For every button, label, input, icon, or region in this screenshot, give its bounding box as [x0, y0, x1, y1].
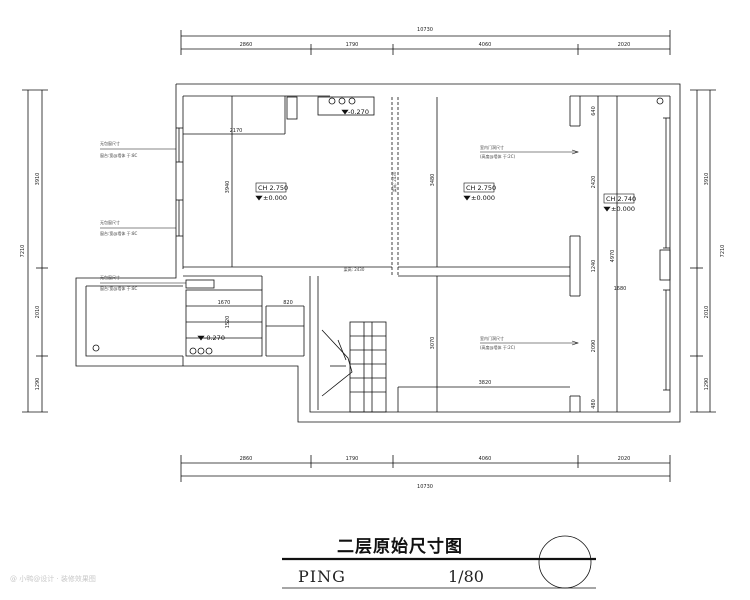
top-seg-4: 2020	[618, 42, 631, 48]
dimension-labels: 10730 2860 1790 4060 2020 2860 1790 4060…	[20, 27, 726, 490]
window-note-2a: 无包窗尺寸	[100, 219, 120, 225]
window-note-2b: 窗台:宽@墙体 于:8C	[100, 230, 138, 236]
bottom-seg-1: 2860	[240, 456, 253, 462]
window-note-1a: 无包窗尺寸	[100, 140, 120, 146]
top-total-dim: 10730	[417, 27, 433, 33]
north-circle	[538, 535, 592, 589]
right-seg-3: 1290	[704, 378, 710, 391]
drawing-title: 二层原始尺寸图	[337, 537, 463, 557]
top-seg-3: 4060	[479, 42, 492, 48]
top-seg-1: 2860	[240, 42, 253, 48]
annotation-notes: 无包窗尺寸 窗台:宽@墙体 于:8C 无包窗尺寸 窗台:宽@墙体 于:8C 无包…	[100, 140, 516, 350]
beam-label-horizontal: 梁高: 2430	[344, 266, 365, 272]
left-seg-3: 1290	[35, 378, 41, 391]
dim-1240: 1240	[591, 260, 597, 273]
watermark: @ 小鸭@设计 · 装修效果图	[10, 575, 96, 583]
dim-820: 820	[283, 300, 293, 306]
right-dimension-chain	[690, 89, 716, 413]
staircase	[321, 321, 387, 413]
bath-level-top: -0.270	[348, 108, 369, 116]
door-note-b-a: 室内门洞尺寸	[480, 144, 504, 150]
dim-1520: 1520	[225, 316, 231, 329]
left-dimension-chain	[22, 89, 48, 413]
right-windows	[659, 117, 671, 391]
fixtures	[92, 97, 664, 355]
dim-2420: 2420	[591, 176, 597, 189]
floor-level-b: ±0.000	[471, 194, 495, 202]
dim-1670: 1670	[218, 300, 231, 306]
level-markers	[197, 109, 635, 341]
bottom-seg-2: 1790	[346, 456, 359, 462]
top-dimension-chain	[180, 30, 671, 55]
dim-3070: 3070	[430, 337, 436, 350]
left-windows	[176, 127, 183, 237]
window-note-1b: 窗台:宽@墙体 于:8C	[100, 152, 138, 158]
door-note-d-a: 室内门洞尺寸	[480, 335, 504, 341]
right-total-dim: 7210	[720, 245, 726, 258]
top-seg-2: 1790	[346, 42, 359, 48]
dim-2090: 2090	[591, 340, 597, 353]
bottom-seg-4: 2020	[618, 456, 631, 462]
door-note-b-b: (高度@墙体 于:2C)	[480, 153, 516, 159]
dim-1680: 1680	[614, 286, 627, 292]
bottom-dimension-chain	[180, 455, 671, 482]
bottom-total-dim: 10730	[417, 484, 433, 490]
leader-lines	[100, 148, 579, 346]
bottom-seg-3: 4060	[479, 456, 492, 462]
ceiling-height-c: CH 2.740	[606, 195, 636, 203]
level-labels: CH 2.750 ±0.000 CH 2.750 ±0.000 CH 2.740…	[204, 108, 636, 342]
floor-level-a: ±0.000	[263, 194, 287, 202]
left-total-dim: 7210	[20, 245, 26, 258]
right-seg-2: 2010	[704, 306, 710, 319]
right-seg-1: 3910	[704, 173, 710, 186]
outer-walls	[75, 83, 681, 423]
drawing-code: PING	[298, 567, 346, 586]
window-note-3a: 无包窗尺寸	[100, 274, 120, 280]
beam-label-vertical: 梁高: 2430	[391, 171, 397, 192]
dim-3480: 3480	[430, 174, 436, 187]
dim-2170: 2170	[230, 128, 243, 134]
left-seg-2: 2010	[35, 306, 41, 319]
bath-level-bottom: -0.270	[204, 334, 225, 342]
dim-640: 640	[591, 106, 597, 116]
ceiling-height-b: CH 2.750	[466, 184, 496, 192]
dim-3820: 3820	[479, 380, 492, 386]
dim-4970: 4970	[610, 250, 616, 263]
dim-480: 480	[591, 399, 597, 409]
drawing-scale: 1/80	[448, 567, 484, 586]
dim-3940: 3940	[225, 181, 231, 194]
door-note-d-b: (高度@墙体 于:2C)	[480, 344, 516, 350]
window-note-3b: 窗台:宽@墙体 于:8C	[100, 285, 138, 291]
floor-level-c: ±0.000	[611, 205, 635, 213]
ceiling-height-a: CH 2.750	[258, 184, 288, 192]
left-seg-1: 3910	[35, 173, 41, 186]
interior-walls	[183, 96, 618, 412]
